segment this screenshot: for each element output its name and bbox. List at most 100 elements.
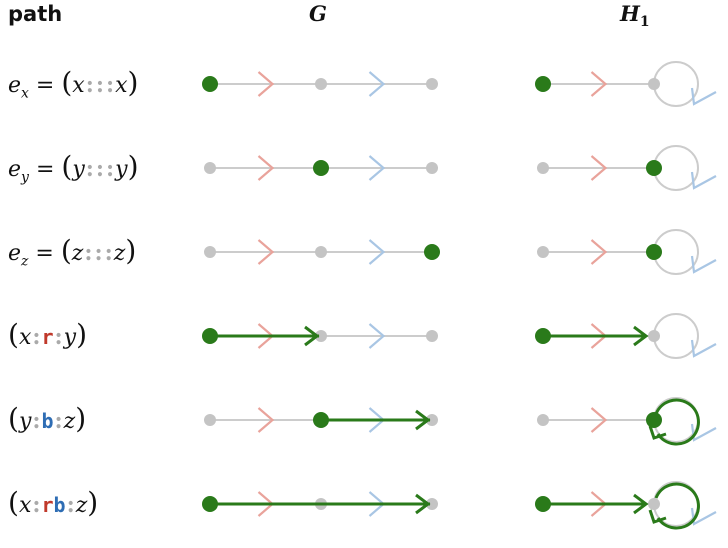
h-edge-r-label xyxy=(590,239,608,265)
label-sub: z xyxy=(21,253,29,270)
g-start-dot xyxy=(202,328,218,344)
label-pre: e xyxy=(8,241,22,266)
g-vertex-y xyxy=(315,78,327,90)
label-source: y xyxy=(18,409,32,434)
h-loop-b-label xyxy=(690,255,717,274)
g-start-dot xyxy=(202,76,218,92)
g-vertex-z xyxy=(426,78,438,90)
h-start-dot xyxy=(646,244,662,260)
label-word: rb xyxy=(41,493,66,517)
header-h1: H1 xyxy=(620,1,650,31)
g-vertex-x xyxy=(204,162,216,174)
sep: : xyxy=(106,156,115,182)
paren-open: ( xyxy=(61,150,73,183)
h-vertex-x xyxy=(537,414,549,426)
label-target: y xyxy=(115,157,128,182)
g-start-dot xyxy=(313,160,329,176)
h-vertex-yz xyxy=(648,78,660,90)
h-loop-b-label xyxy=(690,423,717,442)
paren-open: ( xyxy=(61,66,73,99)
path-label: (x:rb:z) xyxy=(8,486,158,519)
g-path-arrow xyxy=(304,325,320,347)
h-path-arrow xyxy=(633,493,649,515)
h-vertex-yz xyxy=(648,498,660,510)
label-sub: x xyxy=(21,85,29,102)
h-start-dot xyxy=(535,76,551,92)
h-vertex-yz xyxy=(648,330,660,342)
label-source: x xyxy=(18,325,32,350)
h-loop-b-label xyxy=(690,171,717,190)
sep: : xyxy=(95,156,104,182)
g-vertex-x xyxy=(204,246,216,258)
h-path-loop xyxy=(654,398,700,446)
h-loop-b xyxy=(653,61,699,107)
paren-open: ( xyxy=(8,402,19,435)
sep: : xyxy=(84,240,93,266)
paren-open: ( xyxy=(8,486,19,519)
g-start-dot xyxy=(313,412,329,428)
paren-close: ) xyxy=(75,402,87,435)
paren-open: ( xyxy=(60,234,72,267)
label-pre: e xyxy=(8,157,22,182)
label-pre: e xyxy=(8,73,22,98)
g-edge-r-label xyxy=(257,155,275,181)
h-edge-r-label xyxy=(590,407,608,433)
label-source: x xyxy=(72,73,85,98)
g-vertex-y xyxy=(315,246,327,258)
sep: : xyxy=(54,324,63,350)
h-start-dot xyxy=(535,496,551,512)
g-edge-b-label xyxy=(368,323,386,349)
path-label: ey = (y:::y) xyxy=(8,150,139,186)
g-path-arrow xyxy=(415,409,431,431)
paren-close: ) xyxy=(76,318,88,351)
label-target: z xyxy=(75,493,88,518)
paren-close: ) xyxy=(125,234,137,267)
path-label: ez = (z:::z) xyxy=(8,234,137,270)
g-vertex-z xyxy=(426,330,438,342)
g-start-dot xyxy=(424,244,440,260)
h-edge-r-label xyxy=(590,155,608,181)
h-path-loop-arrow xyxy=(648,509,667,524)
h-loop-b xyxy=(653,313,699,359)
h-path-loop xyxy=(654,482,700,530)
g-edge-r-label xyxy=(257,239,275,265)
sep: : xyxy=(32,408,41,434)
label-target: z xyxy=(63,409,76,434)
label-source: z xyxy=(71,241,84,266)
paren-close: ) xyxy=(87,486,99,519)
h-loop-b-label xyxy=(690,339,717,358)
label-sub: y xyxy=(21,169,29,186)
g-start-dot xyxy=(202,496,218,512)
h-start-dot xyxy=(646,412,662,428)
g-vertex-y xyxy=(315,330,327,342)
label-source: y xyxy=(72,157,85,182)
sep: : xyxy=(54,408,63,434)
h-loop-b-label xyxy=(690,87,717,106)
path-label: (x:r:y) xyxy=(8,318,158,351)
sep: : xyxy=(32,324,41,350)
g-edge-b-label xyxy=(368,71,386,97)
sep: : xyxy=(85,156,94,182)
g-edge-b-label xyxy=(368,155,386,181)
g-edge-b-label xyxy=(368,239,386,265)
g-vertex-z xyxy=(426,498,438,510)
g-edge-r-label xyxy=(257,71,275,97)
sep: : xyxy=(32,492,41,518)
paren-close: ) xyxy=(127,66,139,99)
sep: : xyxy=(66,492,75,518)
label-source: x xyxy=(18,493,32,518)
h-vertex-x xyxy=(537,162,549,174)
label-target: y xyxy=(63,325,77,350)
sep: : xyxy=(85,72,94,98)
paren-open: ( xyxy=(8,318,19,351)
g-vertex-z xyxy=(426,162,438,174)
sep: : xyxy=(94,240,103,266)
path-label: ex = (x:::x) xyxy=(8,66,139,102)
label-word: r xyxy=(41,325,54,349)
g-path-arrow xyxy=(415,493,431,515)
sep: : xyxy=(95,72,104,98)
h-path-loop-arrow xyxy=(648,425,667,440)
h-path-arrow xyxy=(633,325,649,347)
label-target: x xyxy=(115,73,128,98)
